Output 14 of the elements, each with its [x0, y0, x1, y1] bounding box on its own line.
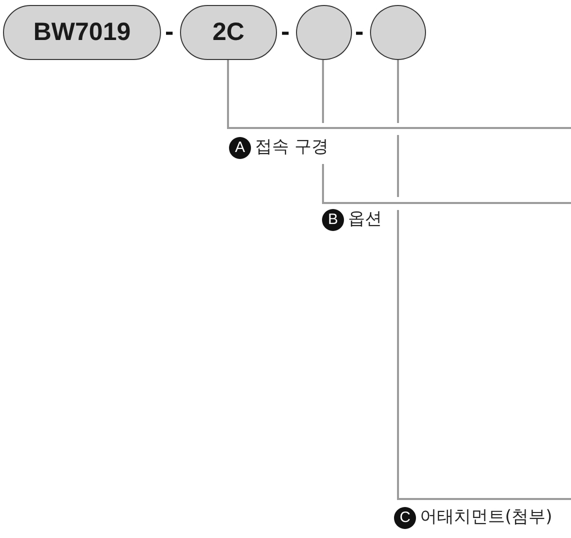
- section-label: 옵션: [348, 209, 382, 229]
- dash-separator: -: [281, 18, 290, 44]
- section-label: 어태치먼트(첨부): [420, 507, 552, 527]
- leader-line: [322, 59, 571, 204]
- code-pill: BW7019: [3, 5, 161, 60]
- letter-badge: A: [229, 137, 251, 159]
- dash-separator: -: [165, 18, 174, 44]
- code-pill: 2C: [180, 5, 277, 60]
- letter-badge: C: [394, 507, 416, 529]
- letter-badge: B: [322, 209, 344, 231]
- leader-line: [227, 60, 571, 129]
- leader-line: [397, 59, 571, 500]
- section-label: 접속 구경: [255, 137, 328, 157]
- dash-separator: -: [355, 18, 364, 44]
